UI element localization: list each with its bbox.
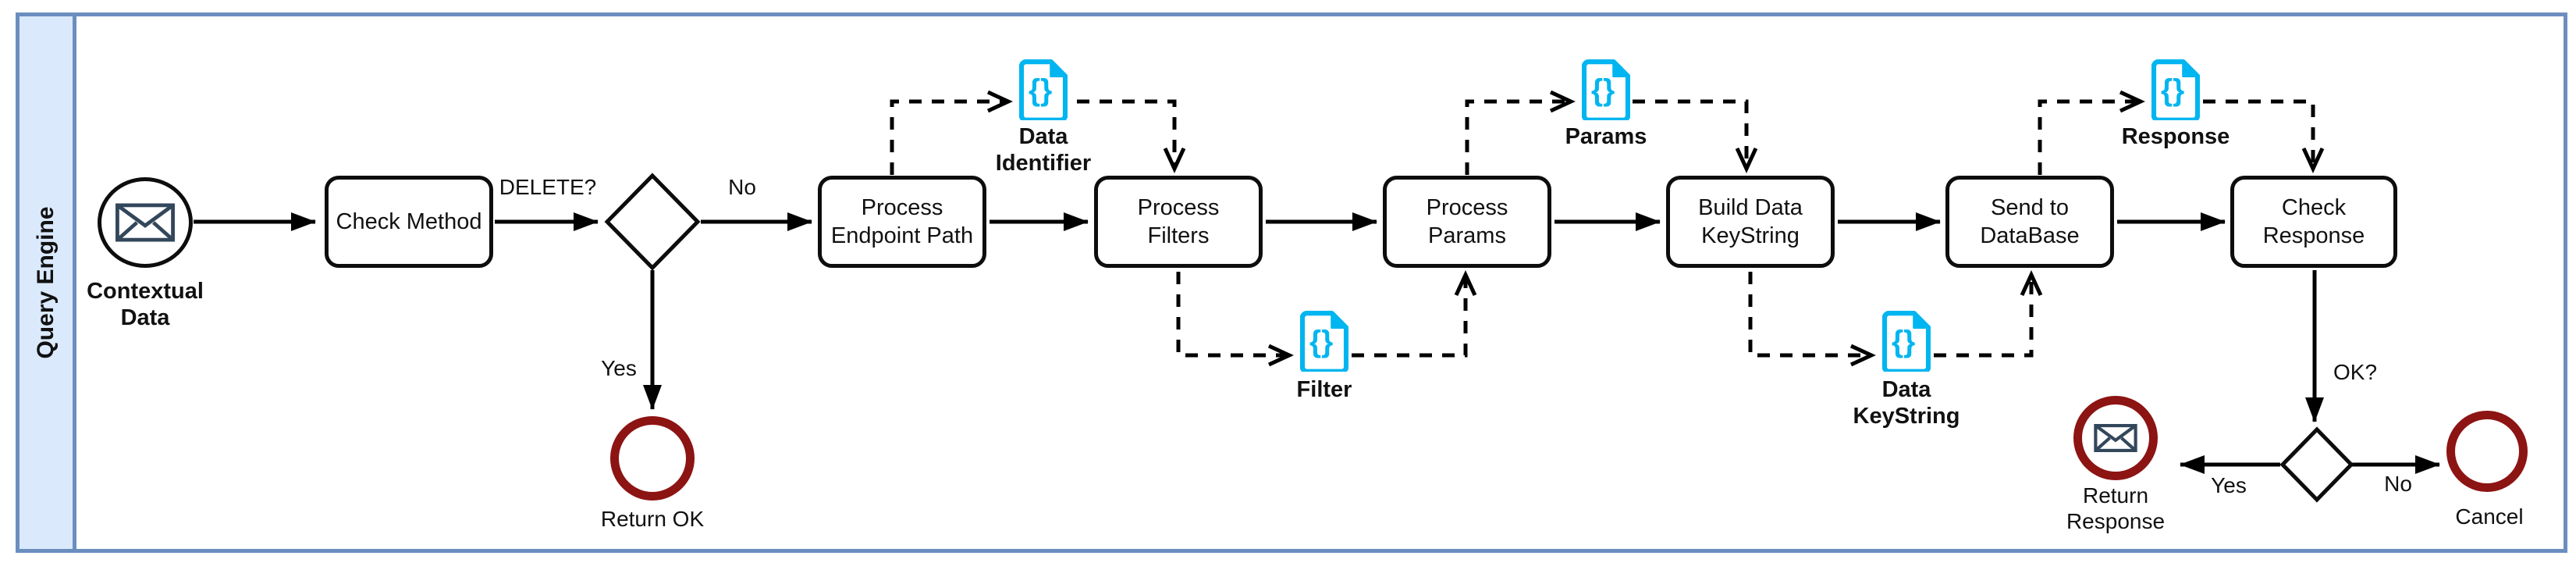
data-object-filter-icon: {} [1299, 311, 1349, 374]
start-event-contextual-data [98, 177, 193, 268]
svg-text:{}: {} [1309, 326, 1333, 359]
lane-title: Query Engine [33, 206, 59, 359]
edge-label-gateway1-no: No [728, 175, 756, 199]
svg-text:{}: {} [2161, 74, 2184, 108]
start-event-label: Contextual Data [87, 279, 204, 331]
end-event-return-ok-label: Return OK [600, 507, 705, 531]
data-object-data-keystring-label: Data KeyString [1853, 377, 1960, 429]
end-event-return-response-label: Return Response [2066, 483, 2166, 534]
data-object-data-identifier-icon: {} [1018, 59, 1068, 123]
data-object-filter-label: Filter [1296, 377, 1352, 402]
end-event-cancel [2446, 411, 2528, 492]
lane-query-engine [16, 12, 76, 553]
data-object-response-label: Response [2121, 124, 2230, 149]
svg-text:{}: {} [1892, 326, 1915, 359]
end-event-return-response [2073, 396, 2158, 480]
edge-label-delete: DELETE? [499, 175, 597, 199]
data-object-params-label: Params [1565, 124, 1647, 149]
end-event-cancel-label: Cancel [2455, 504, 2524, 529]
data-object-response-icon: {} [2151, 59, 2201, 123]
end-event-return-ok [610, 416, 695, 501]
data-object-data-identifier-label: Data Identifier [995, 124, 1092, 176]
message-icon [2094, 424, 2137, 452]
svg-text:{}: {} [1029, 74, 1052, 108]
task-check-response: Check Response [2230, 176, 2397, 268]
task-check-method: Check Method [325, 176, 493, 268]
edge-label-gateway2-no: No [2384, 472, 2412, 496]
task-process-filters: Process Filters [1094, 176, 1263, 268]
task-send-to-database: Send to DataBase [1945, 176, 2114, 268]
message-icon [115, 203, 175, 242]
task-build-data-keystring: Build Data KeyString [1666, 176, 1835, 268]
task-process-params: Process Params [1383, 176, 1551, 268]
edge-label-gateway2-yes: Yes [2211, 473, 2247, 497]
task-process-endpoint-path: Process Endpoint Path [818, 176, 986, 268]
svg-text:{}: {} [1591, 74, 1615, 108]
edge-label-ok: OK? [2333, 360, 2378, 384]
edge-label-gateway1-yes: Yes [601, 356, 637, 380]
data-object-params-icon: {} [1581, 59, 1631, 123]
data-object-data-keystring-icon: {} [1881, 311, 1931, 374]
